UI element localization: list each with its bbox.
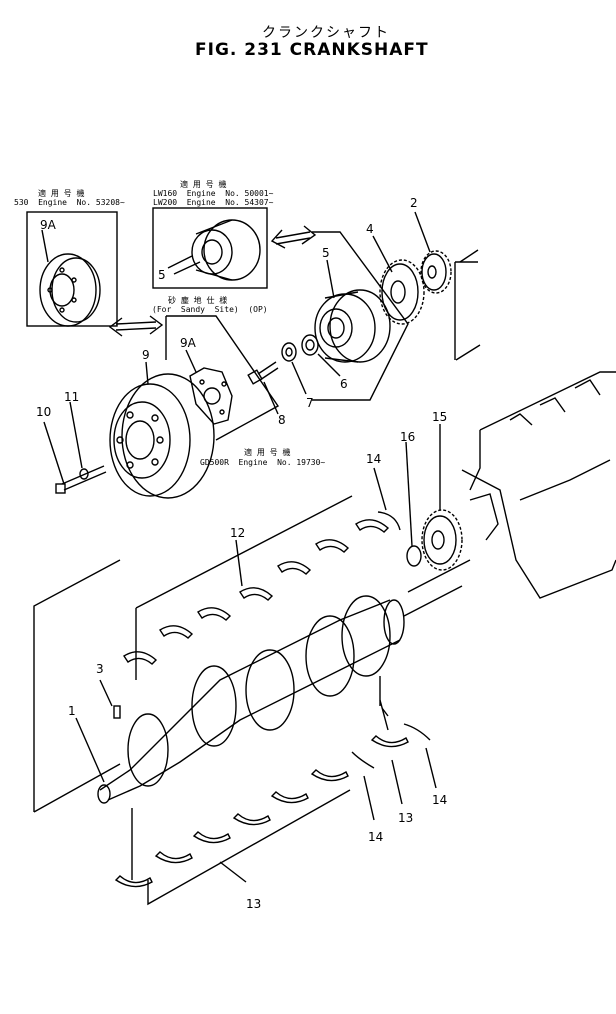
bolt-8 xyxy=(247,361,279,385)
bolt-10 xyxy=(55,465,107,494)
box-530-pulley xyxy=(26,211,118,327)
japanese-title: クランクシャフト xyxy=(262,25,390,41)
note-sandy-site: (For Sandy Site) (OP) xyxy=(152,305,268,314)
note-530-header: 適 用 号 機 xyxy=(38,189,85,198)
part-number-3: 3 xyxy=(96,662,104,676)
pin-3 xyxy=(113,705,121,719)
gear-4 xyxy=(379,259,425,325)
part-number-9a-530: 9A xyxy=(40,218,56,232)
gear-15 xyxy=(421,509,463,571)
lower-main-bearings-13 xyxy=(114,699,409,906)
part-number-16: 16 xyxy=(400,430,416,444)
note-lw200-engine: LW200 Engine No. 54307~ xyxy=(153,198,274,207)
upper-main-bearings-12 xyxy=(123,495,390,680)
washer-11 xyxy=(79,468,89,480)
thrust-washers-14 xyxy=(351,511,431,769)
part-number-6: 6 xyxy=(340,377,348,391)
part-number-5: 5 xyxy=(322,246,330,260)
part-number-11: 11 xyxy=(64,390,80,404)
part-number-14-right: 14 xyxy=(432,793,448,807)
gear-2 xyxy=(420,250,452,294)
washer-6 xyxy=(301,334,319,356)
crankshaft-1 xyxy=(97,595,405,804)
note-lw-header: 適 用 号 機 xyxy=(180,180,227,189)
part-number-1: 1 xyxy=(68,704,76,718)
part-number-14-lower: 14 xyxy=(368,830,384,844)
figure-title: FIG. 231 CRANKSHAFT xyxy=(195,40,429,60)
note-gd500r-engine: GD500R Engine No. 19730~ xyxy=(200,458,326,467)
part-number-12: 12 xyxy=(230,526,246,540)
part-number-4: 4 xyxy=(366,222,374,236)
part-number-7: 7 xyxy=(306,396,314,410)
note-530-engine: 530 Engine No. 53208~ xyxy=(14,198,125,207)
part-number-14-upper: 14 xyxy=(366,452,382,466)
box-lw-pulley xyxy=(152,207,268,289)
part-number-10: 10 xyxy=(36,405,52,419)
note-lw160-engine: LW160 Engine No. 50001~ xyxy=(153,189,274,198)
framing-lines xyxy=(33,559,471,813)
double-arrow-top xyxy=(270,225,317,249)
pulley-5-outline xyxy=(312,231,481,401)
part-number-15: 15 xyxy=(432,410,448,424)
box-sandy-site xyxy=(165,315,280,441)
damper-pulley-9 xyxy=(109,373,215,499)
part-number-2: 2 xyxy=(410,196,418,210)
double-arrow-middle xyxy=(108,315,164,337)
note-gd-header: 適 用 号 機 xyxy=(244,448,291,457)
part-number-9a-sandy: 9A xyxy=(180,336,196,350)
part-number-8: 8 xyxy=(278,413,286,427)
part-number-9: 9 xyxy=(142,348,150,362)
leader-lines xyxy=(41,211,441,883)
engine-block xyxy=(461,371,616,599)
washer-7 xyxy=(281,342,297,362)
part-number-13-lower: 13 xyxy=(246,897,262,911)
part-number-5-lw: 5 xyxy=(158,268,166,282)
ring-16 xyxy=(406,545,422,567)
note-sandy-header: 砂 塵 地 仕 様 xyxy=(168,296,228,305)
part-number-13-right: 13 xyxy=(398,811,414,825)
